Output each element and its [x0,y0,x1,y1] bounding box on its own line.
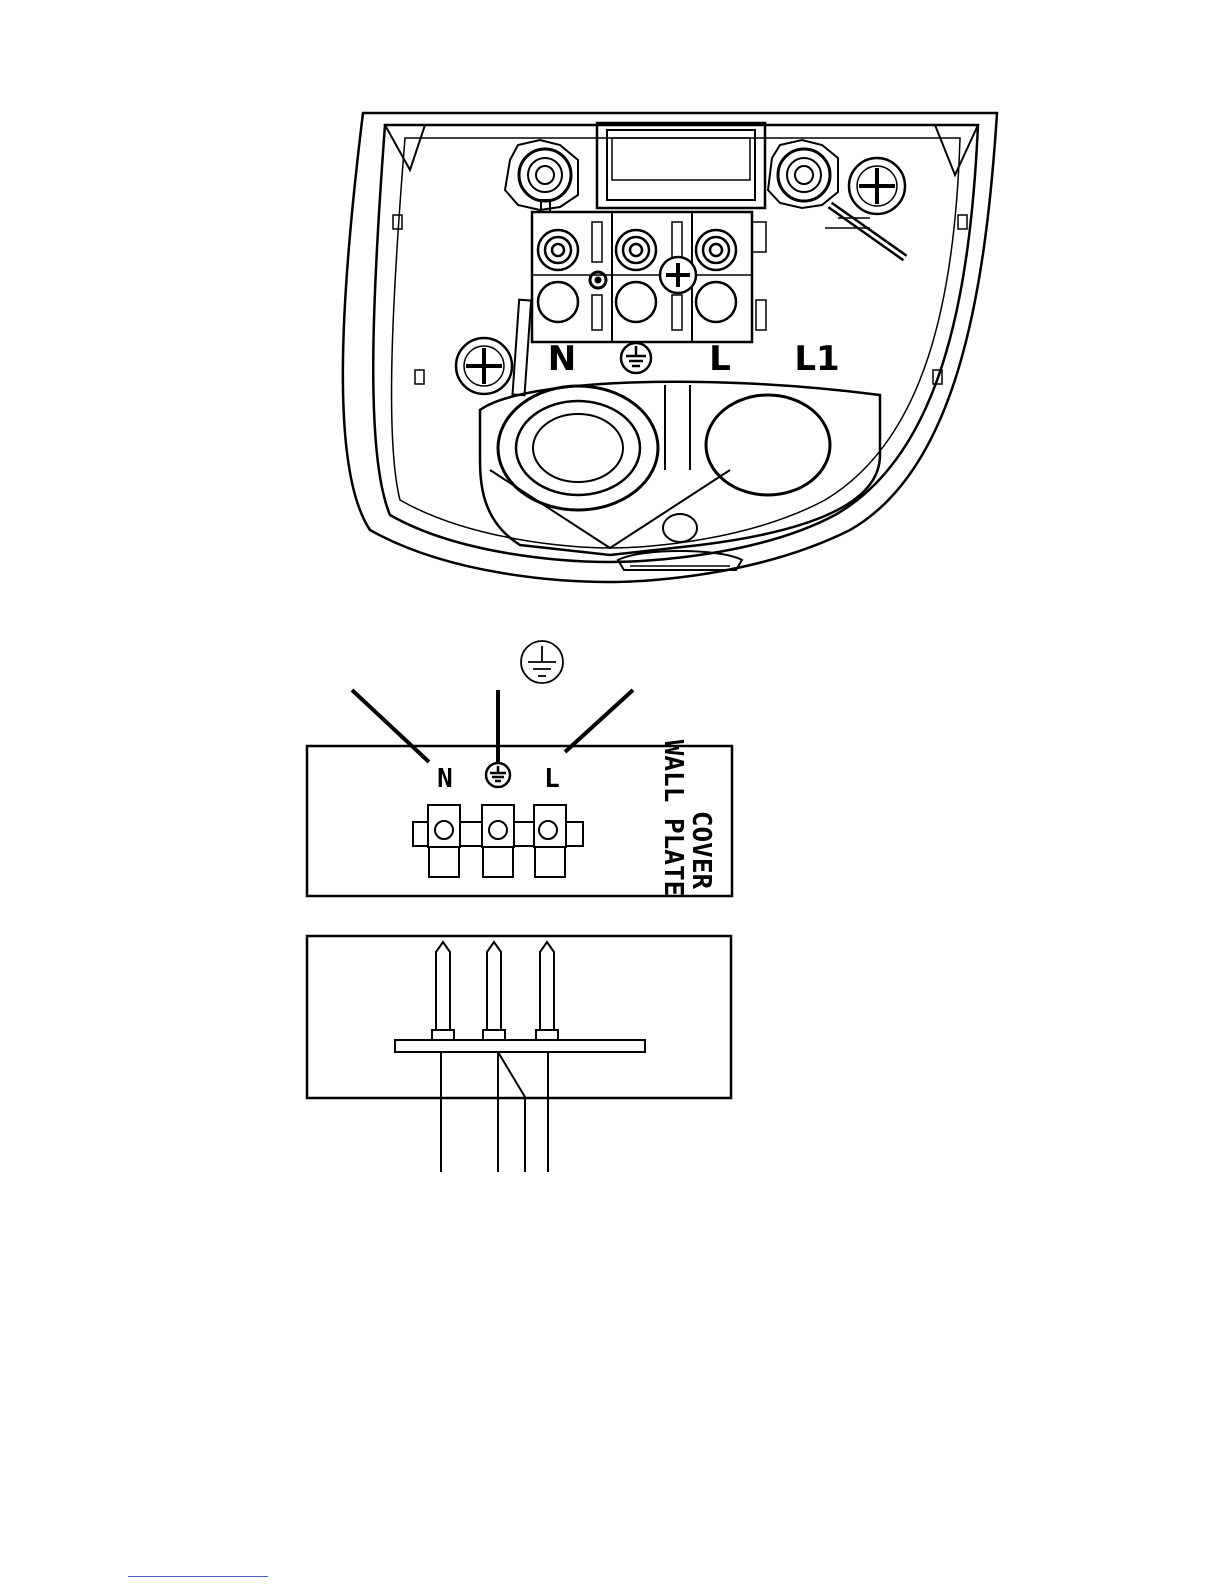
top-right-grommet [768,140,838,208]
earth-ground-icon [521,641,563,683]
leader-lines [352,690,633,762]
footer-link-underline [128,1576,268,1577]
wall-plate-cover-caption: WALL PLATE COVER [658,740,716,897]
caption-line-1: WALL PLATE [658,740,688,897]
wiring-label-l: L [544,764,560,794]
terminal-label-n: N [548,339,576,379]
pins [395,942,645,1052]
wires [441,1052,548,1172]
wiring-earth-icon [486,763,510,787]
terminal-block [532,212,766,342]
terminal-label-l: L [709,339,731,379]
wiring-terminal-connector [413,805,583,877]
pin-base-box [307,936,731,1098]
terminal-label-l1: L1 [794,339,839,379]
caption-line-2: COVER [686,811,716,890]
top-left-grommet [505,140,578,212]
wiring-label-n: N [437,764,453,794]
